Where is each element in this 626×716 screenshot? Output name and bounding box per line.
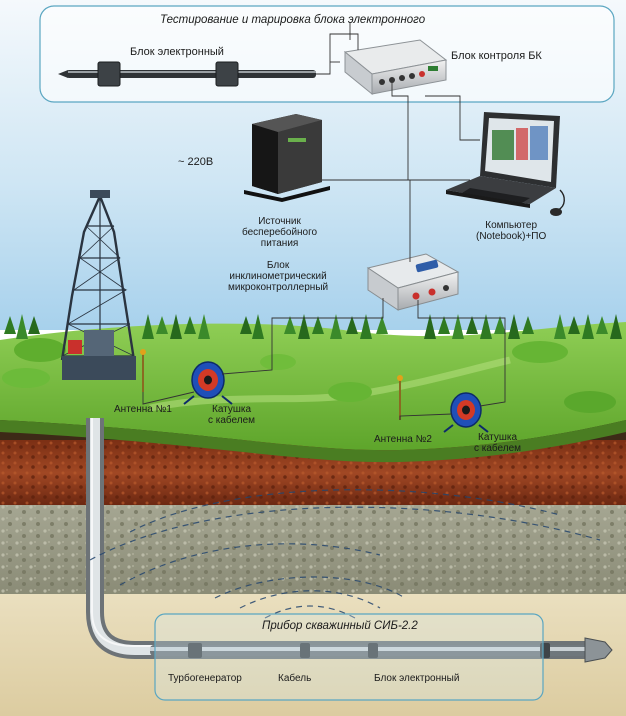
tree: [480, 314, 492, 339]
downhole-title: Прибор скважинный СИБ-2.2: [262, 620, 418, 632]
voltage-label: ~ 220В: [178, 156, 214, 168]
tree: [466, 316, 478, 334]
cable-reel-2: [443, 392, 489, 433]
tree: [508, 314, 520, 339]
tree: [240, 316, 252, 334]
forest: [4, 314, 622, 339]
electronic-block-device: [58, 61, 316, 87]
connection-cables: [142, 22, 506, 420]
antenna-1: [140, 349, 146, 392]
tree: [28, 316, 40, 334]
tree: [494, 316, 506, 334]
bush: [2, 368, 50, 388]
tree: [376, 316, 388, 334]
signal-waves: [89, 489, 601, 619]
downhole-tool-frame: [154, 613, 544, 701]
tree: [142, 314, 154, 339]
antenna-1-label: Антенна №1: [114, 404, 172, 415]
tree: [312, 316, 324, 334]
tree: [522, 316, 534, 334]
downhole-tool: [150, 637, 613, 663]
tree: [252, 314, 264, 339]
bush: [14, 338, 66, 362]
tree: [438, 316, 450, 334]
tree: [16, 314, 28, 339]
tree: [156, 316, 168, 334]
bush: [260, 354, 296, 370]
tree: [452, 314, 464, 339]
tree: [610, 314, 622, 339]
cable-reel-1: [183, 361, 233, 405]
computer-label: Компьютер (Notebook)+ПО: [476, 220, 547, 243]
bk-control-label: Блок контроля БК: [451, 50, 542, 62]
tree: [198, 314, 210, 339]
cable-label: Кабель: [278, 673, 312, 684]
drilling-rig: [60, 190, 136, 380]
bush: [328, 382, 372, 402]
ups-label: Источник бесперебойного питания: [242, 216, 318, 250]
coil-1-label: Катушка с кабелем: [208, 404, 256, 427]
tree: [170, 314, 182, 339]
tree: [424, 314, 436, 339]
bush: [564, 391, 616, 413]
laptop-device: [446, 112, 565, 216]
tree: [596, 316, 608, 334]
tree: [346, 316, 358, 334]
bk-control-device: [343, 39, 448, 96]
bush: [512, 341, 568, 363]
turbogenerator-label: Турбогенератор: [168, 673, 242, 684]
coil-2-label: Катушка с кабелем: [474, 432, 522, 455]
tree: [568, 316, 580, 334]
tree: [184, 316, 196, 334]
tree: [582, 314, 594, 339]
antenna-2: [397, 375, 403, 420]
drill-bit: [584, 637, 613, 663]
tree: [554, 314, 566, 339]
tree: [360, 314, 372, 339]
microcontroller-device: [366, 253, 460, 311]
ups-device: [244, 114, 330, 202]
antenna-2-label: Антенна №2: [374, 434, 432, 445]
testing-title: Тестирование и тарировка блока электронн…: [160, 14, 426, 26]
microcontroller-label: Блок инклинометрический микроконтроллерн…: [228, 260, 329, 294]
electronic-block-label: Блок электронный: [130, 46, 224, 58]
tree: [4, 316, 16, 334]
tree: [298, 314, 310, 339]
tree: [330, 314, 342, 339]
tree: [284, 316, 296, 334]
downhole-electronic-block-label: Блок электронный: [374, 673, 460, 684]
